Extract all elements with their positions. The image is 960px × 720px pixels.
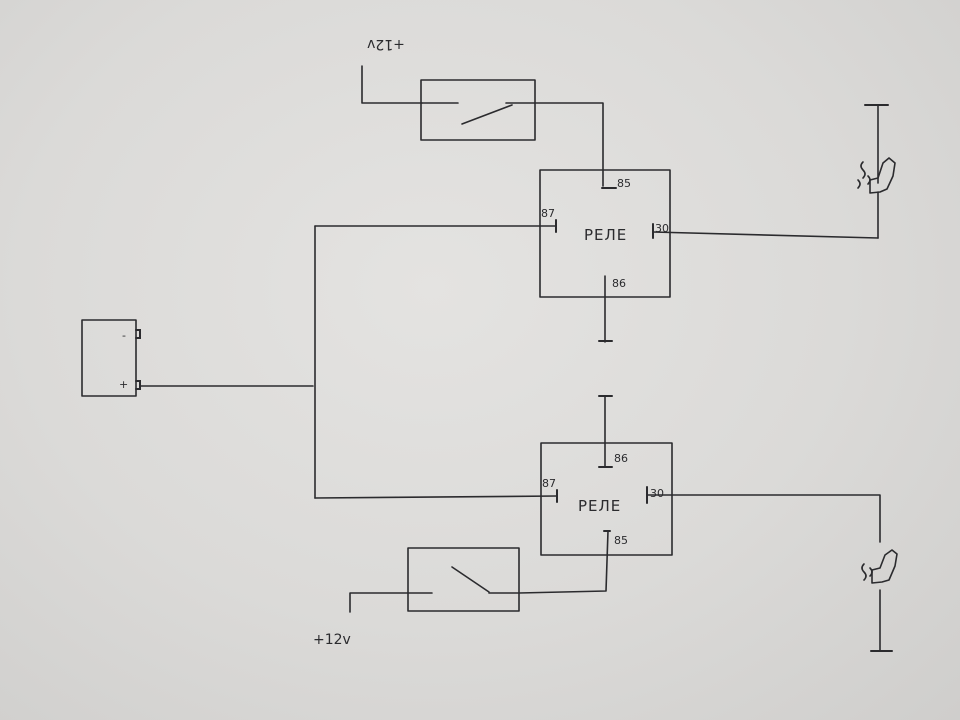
relay-top-pin85-label: 85 <box>617 177 631 190</box>
bottom-supply-wire <box>349 592 433 613</box>
relay-top-pin86-label: 86 <box>612 277 626 290</box>
top-relay-30-output-wire <box>652 231 879 239</box>
battery-minus-terminal <box>135 329 141 339</box>
seat-heater-bottom <box>861 549 898 652</box>
switch-top-contact <box>461 104 513 125</box>
relay-bottom-pin87-label: 87 <box>542 477 556 490</box>
relay-top-title: РЕЛЕ <box>584 226 627 244</box>
seat-heater-icon <box>861 549 898 584</box>
top-supply-label: +12v <box>367 36 405 52</box>
battery-plus-label: + <box>119 378 128 391</box>
battery: - + <box>81 319 141 397</box>
battery-plus-terminal <box>135 380 141 390</box>
relay-bottom-pin85-label: 85 <box>614 534 628 547</box>
top-supply: +12v <box>361 36 423 104</box>
relay-top: 85 87 РЕЛЕ 30 86 <box>539 169 671 343</box>
switch-top-box <box>420 79 536 141</box>
switch-top <box>420 79 604 187</box>
relay-bottom-title: РЕЛЕ <box>578 497 621 515</box>
switch-bottom-contact <box>451 566 490 593</box>
switch-bottom-box <box>407 547 520 612</box>
switch-top-to-relay-wire <box>534 102 604 187</box>
battery-icon <box>81 319 137 397</box>
relay-top-pin87-label: 87 <box>541 207 555 220</box>
seat-heater-top <box>857 104 896 239</box>
relay-bottom: 86 87 РЕЛЕ 30 85 <box>540 395 673 556</box>
top-supply-wire <box>361 65 423 104</box>
switch-bottom-to-relay-wire <box>488 530 609 594</box>
relay-bottom-pin86-label: 86 <box>614 452 628 465</box>
battery-minus-label: - <box>122 329 126 342</box>
seat-heater-icon <box>857 157 896 194</box>
bottom-relay-30-output-wire <box>646 494 881 543</box>
bottom-supply-label: +12v <box>313 632 351 648</box>
relay-bottom-pin30-label: 30 <box>650 487 664 500</box>
switch-bottom <box>349 530 609 613</box>
feed-to-bottom-relay-87 <box>314 495 558 499</box>
